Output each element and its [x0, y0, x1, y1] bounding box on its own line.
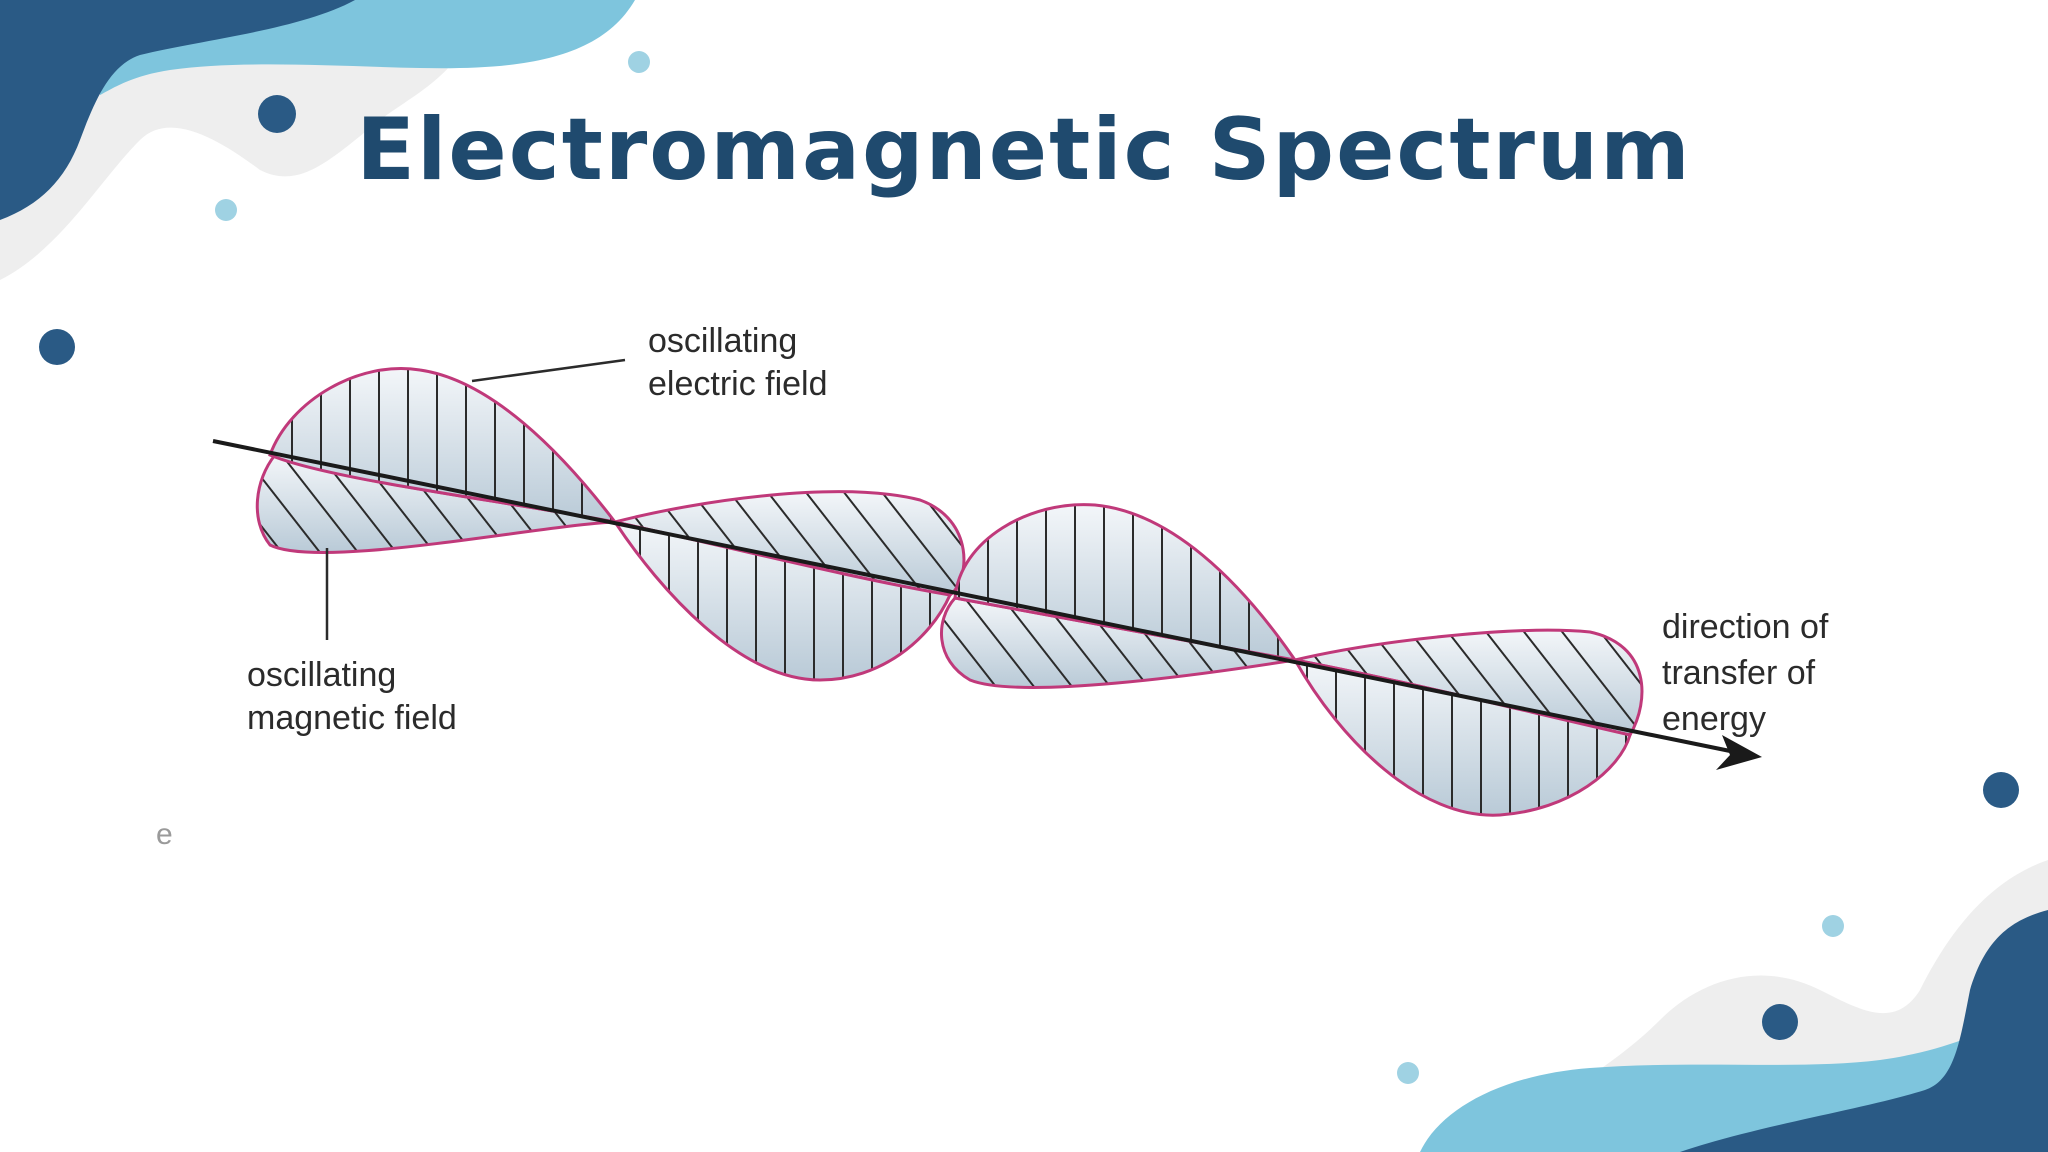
bottom-right-decoration	[1397, 772, 2048, 1152]
propagation-axis-arrow	[212, 439, 1762, 770]
light-blue-dot	[1397, 1062, 1419, 1084]
navy-dot	[39, 329, 75, 365]
magnetic-field-wave	[255, 453, 1644, 737]
direction-label-line-2: transfer of	[1662, 654, 1816, 692]
navy-dot	[1762, 1004, 1798, 1040]
navy-wave-blob	[0, 0, 355, 220]
stray-glyph: e	[156, 818, 173, 851]
magnetic-field-label: oscillating magnetic field	[247, 654, 457, 740]
slide-title: Electromagnetic Spectrum	[356, 100, 1692, 200]
light-blue-dot	[215, 199, 237, 221]
electric-label-line-2: electric field	[648, 365, 828, 403]
magnetic-label-line-2: magnetic field	[247, 699, 457, 737]
electric-field-label: oscillating electric field	[648, 320, 828, 406]
em-wave-diagram	[212, 358, 1762, 817]
top-left-decoration	[0, 0, 650, 365]
electric-label-leader-line	[471, 358, 626, 383]
navy-dot	[1983, 772, 2019, 808]
direction-label: direction of transfer of energy	[1662, 604, 1828, 742]
navy-wave-blob	[1680, 910, 2048, 1152]
magnetic-label-line-1: oscillating	[247, 656, 397, 694]
direction-label-line-3: energy	[1662, 700, 1766, 738]
light-blue-dot	[1822, 915, 1844, 937]
electric-field-wave	[268, 367, 1632, 817]
light-blue-dot	[628, 51, 650, 73]
electric-label-line-1: oscillating	[648, 322, 798, 360]
navy-dot	[258, 95, 296, 133]
arrow-head-icon	[1716, 735, 1762, 770]
direction-label-line-1: direction of	[1662, 608, 1829, 646]
